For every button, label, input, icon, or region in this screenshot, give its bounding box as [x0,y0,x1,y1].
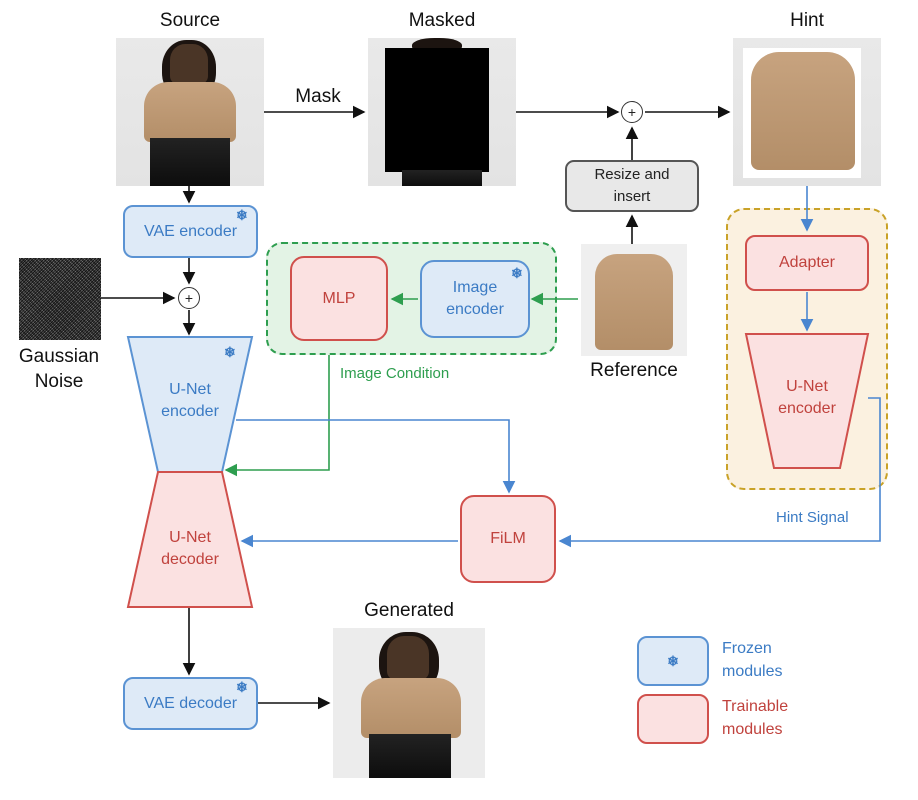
vae-encoder-label: VAE encoder [143,222,238,240]
reference-image [581,244,687,356]
snowflake-icon: ❄ [224,344,236,360]
resize-insert-label: Resize and insert [594,166,670,205]
adapter-box: Adapter [745,235,869,291]
reference-label: Reference [590,360,678,381]
generated-label: Generated [364,600,454,621]
legend-frozen-label: Frozen modules [722,640,783,680]
film-label: FiLM [490,530,526,547]
mlp-label: MLP [322,289,356,307]
gaussian-noise-label: Gaussian Noise [18,346,100,392]
image-condition-label: Image Condition [340,365,450,382]
snowflake-icon: ❄ [236,679,248,695]
noise-image [19,258,101,340]
vae-decoder-label: VAE decoder [143,694,238,712]
source-image [116,38,264,186]
image-encoder-box: Image encoder [420,260,530,338]
hint-unet-encoder-shape [744,333,870,469]
hint-image [733,38,881,186]
mlp-box: MLP [290,256,388,341]
mask-arrow-label: Mask [295,86,341,107]
hint-unet-encoder-label: U-Net encoder [778,378,836,417]
snowflake-icon: ❄ [511,265,523,281]
vae-decoder-box: VAE decoder [123,677,258,730]
vae-encoder-box: VAE encoder [123,205,258,258]
resize-insert-box: Resize and insert [565,160,699,212]
snowflake-icon: ❄ [236,207,248,223]
snowflake-icon: ❄ [667,652,679,669]
masked-label: Masked [408,10,476,31]
legend-trainable-swatch [637,694,709,744]
image-encoder-label: Image encoder [446,279,504,318]
legend-frozen-swatch: ❄ [637,636,709,686]
unet-encoder-label: U-Net encoder [161,381,219,420]
source-label: Source [159,10,221,31]
generated-image [333,628,485,778]
legend-trainable-label: Trainable modules [722,698,789,738]
hint-signal-label: Hint Signal [776,509,849,526]
plus-node-hint: + [621,101,643,123]
unet-decoder-shape [126,471,254,608]
unet-decoder-label: U-Net decoder [161,529,219,568]
adapter-label: Adapter [778,254,836,271]
masked-image [368,38,516,186]
film-box: FiLM [460,495,556,583]
hint-label: Hint [790,10,824,31]
plus-node-noise: + [178,287,200,309]
